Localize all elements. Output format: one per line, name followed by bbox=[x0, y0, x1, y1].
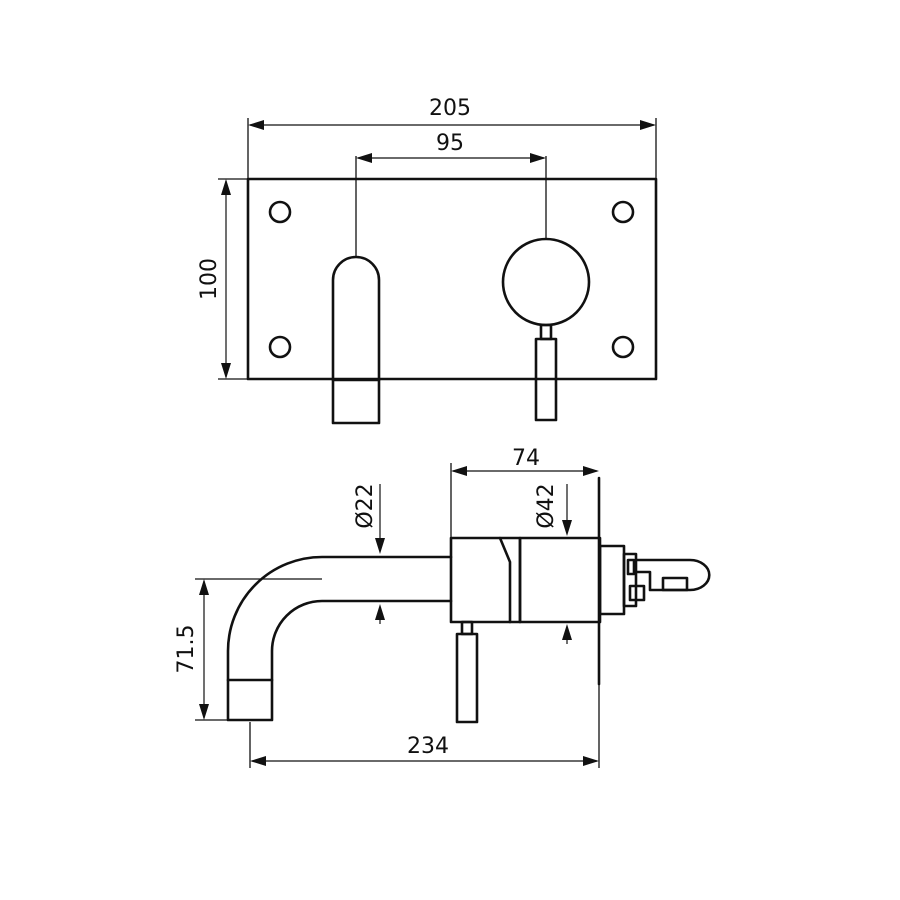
mounting-hole-bottom-right bbox=[611, 335, 635, 359]
dimension-95-label: 95 bbox=[436, 131, 464, 156]
dimension-74: 74 bbox=[450, 446, 599, 538]
dimension-71-5-label: 71.5 bbox=[174, 625, 199, 674]
cover-plate bbox=[246, 177, 658, 381]
dimension-100: 100 bbox=[197, 178, 248, 380]
dimension-diameter-22-label: Ø22 bbox=[353, 483, 378, 528]
front-view bbox=[246, 156, 658, 425]
dimension-diameter-42-label: Ø42 bbox=[534, 483, 559, 528]
side-view bbox=[195, 476, 711, 724]
lever-side bbox=[455, 620, 479, 724]
dimension-234-label: 234 bbox=[407, 734, 449, 759]
spout-side bbox=[195, 555, 453, 722]
spout-front bbox=[331, 255, 381, 425]
dimension-71-5: 71.5 bbox=[174, 579, 228, 721]
dimension-74-label: 74 bbox=[512, 446, 540, 471]
mounting-hole-top-left bbox=[268, 200, 292, 224]
dimension-diameter-22: Ø22 bbox=[353, 483, 385, 624]
mixer-knob-front bbox=[501, 237, 591, 422]
dimension-234: 234 bbox=[249, 684, 600, 768]
dimension-100-label: 100 bbox=[197, 258, 222, 300]
dimension-95: 95 bbox=[356, 131, 546, 163]
dimension-205-label: 205 bbox=[429, 96, 471, 121]
dimension-205: 205 bbox=[247, 96, 657, 179]
mixer-body-side bbox=[449, 536, 711, 624]
mounting-hole-bottom-left bbox=[268, 335, 292, 359]
mounting-hole-top-right bbox=[611, 200, 635, 224]
dimension-diameter-42: Ø42 bbox=[534, 483, 572, 644]
